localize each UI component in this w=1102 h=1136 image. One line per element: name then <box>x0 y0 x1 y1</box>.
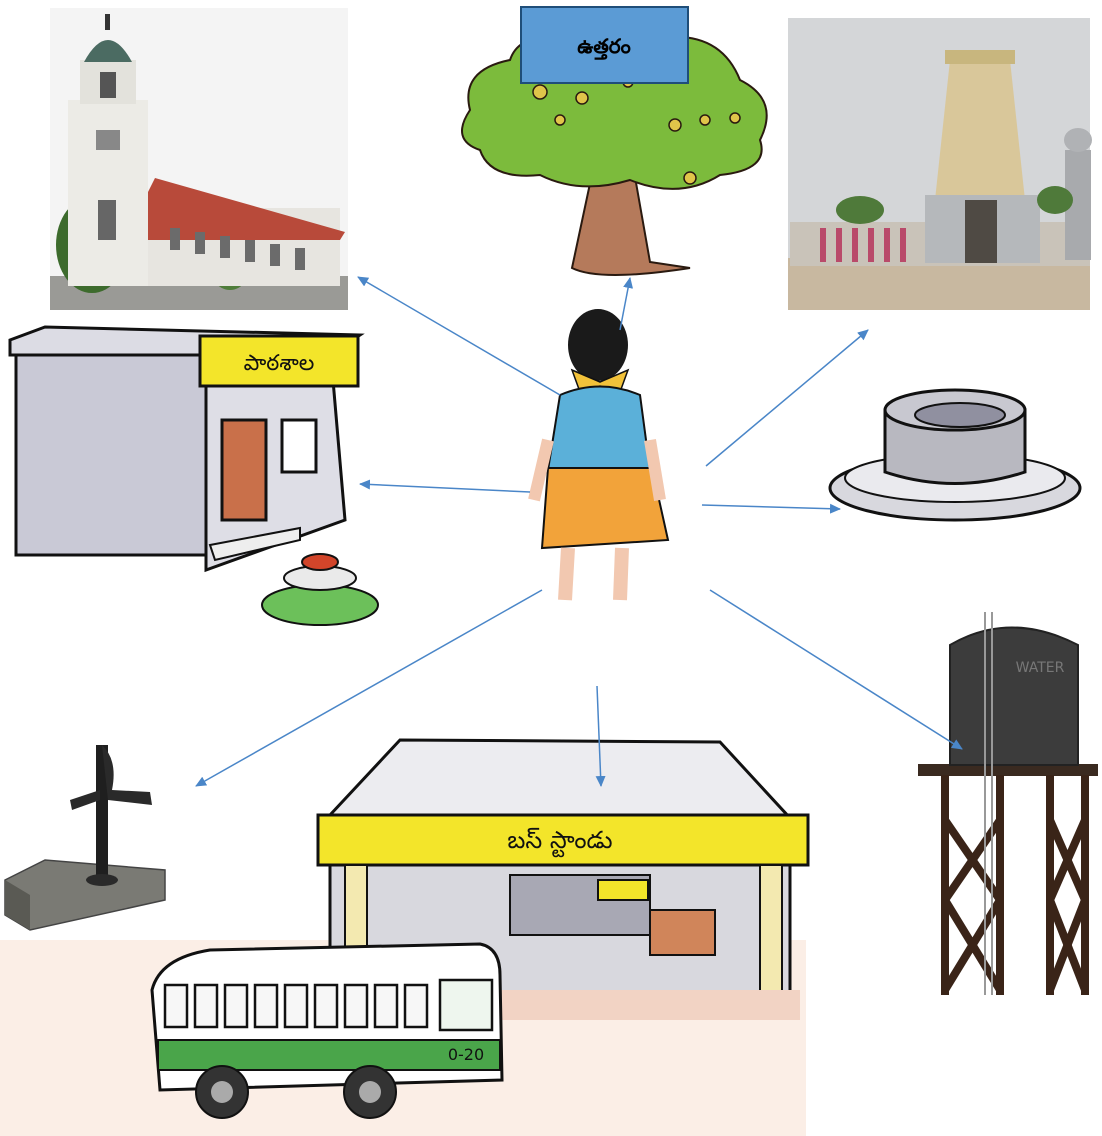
arrow-to-school <box>359 479 531 493</box>
north-label: ఉత్తరం <box>577 34 631 60</box>
arrow-to-bus-stand <box>595 685 606 787</box>
arrow-to-church <box>357 276 561 396</box>
arrow-to-tree <box>619 277 634 331</box>
arrow-to-water-tank <box>709 589 963 750</box>
bus-stand-sign: బస్ స్టాండు <box>507 826 612 858</box>
arrow-to-well <box>701 503 841 514</box>
girl-figure <box>528 309 670 601</box>
school-image: పాఠశాల <box>8 325 379 626</box>
church-image <box>50 8 348 310</box>
bus-stand-image: బస్ స్టాండు 0-20 <box>0 738 810 1136</box>
direction-arrows <box>195 276 963 787</box>
hand-pump-image <box>4 745 166 931</box>
bus-image: 0-20 <box>150 942 504 1119</box>
well-image <box>828 388 1082 522</box>
school-sign: పాఠశాల <box>244 351 315 376</box>
water-tank-image: WATER <box>918 612 1098 995</box>
bus-number: 0-20 <box>448 1045 484 1064</box>
arrow-to-hand-pump <box>195 589 543 787</box>
water-tank-text: WATER <box>1016 660 1065 676</box>
arrow-to-temple <box>705 329 869 467</box>
temple-image <box>788 18 1092 310</box>
